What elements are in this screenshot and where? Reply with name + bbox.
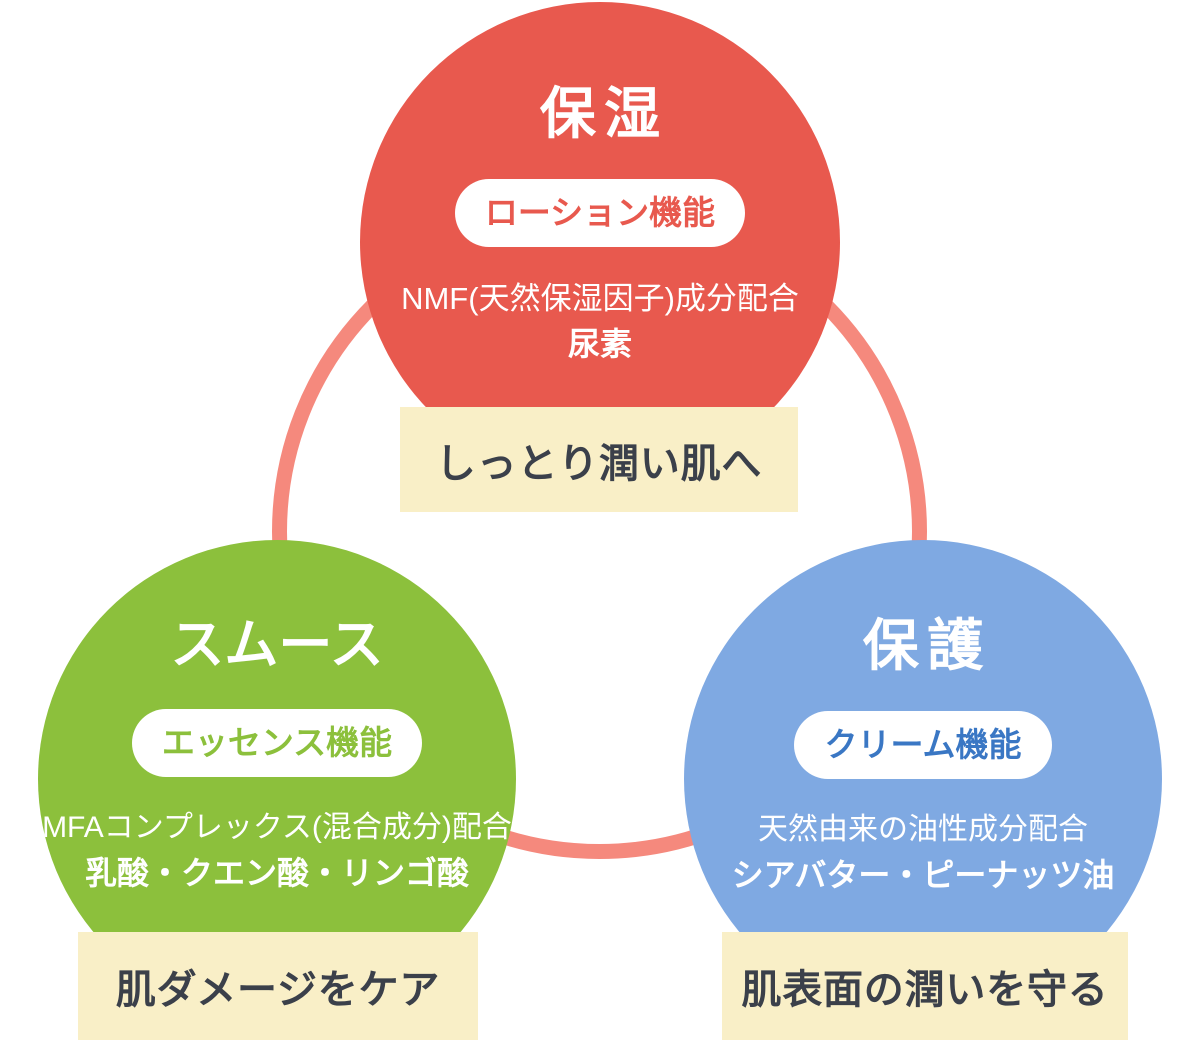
smooth-ingredient-line: MFAコンプレックス(混合成分)配合	[42, 810, 512, 844]
circle-moisturize-title: 保湿	[539, 82, 669, 145]
circle-smooth-title: スムース	[170, 615, 384, 675]
cream-function-pill: クリーム機能	[794, 711, 1052, 779]
circle-protect-title: 保護	[862, 614, 992, 677]
protect-ingredient-line: 天然由来の油性成分配合	[758, 812, 1088, 846]
lotion-function-pill: ローション機能	[454, 179, 746, 247]
protect-benefit-banner: 肌表面の潤いを守る	[722, 932, 1128, 1040]
essence-function-pill: エッセンス機能	[131, 709, 423, 777]
protect-ingredient-bold: シアバター・ピーナッツ油	[731, 856, 1115, 893]
moisturize-ingredient-bold: 尿素	[567, 325, 632, 362]
smooth-benefit-banner: 肌ダメージをケア	[78, 932, 478, 1040]
moisturize-ingredient-line: NMF(天然保湿因子)成分配合	[401, 280, 799, 316]
smooth-ingredient-bold: 乳酸・クエン酸・リンゴ酸	[84, 854, 469, 891]
moisturize-benefit-banner: しっとり潤い肌へ	[400, 407, 798, 512]
circle-moisturize: 保湿 ローション機能 NMF(天然保湿因子)成分配合 尿素	[360, 2, 840, 482]
